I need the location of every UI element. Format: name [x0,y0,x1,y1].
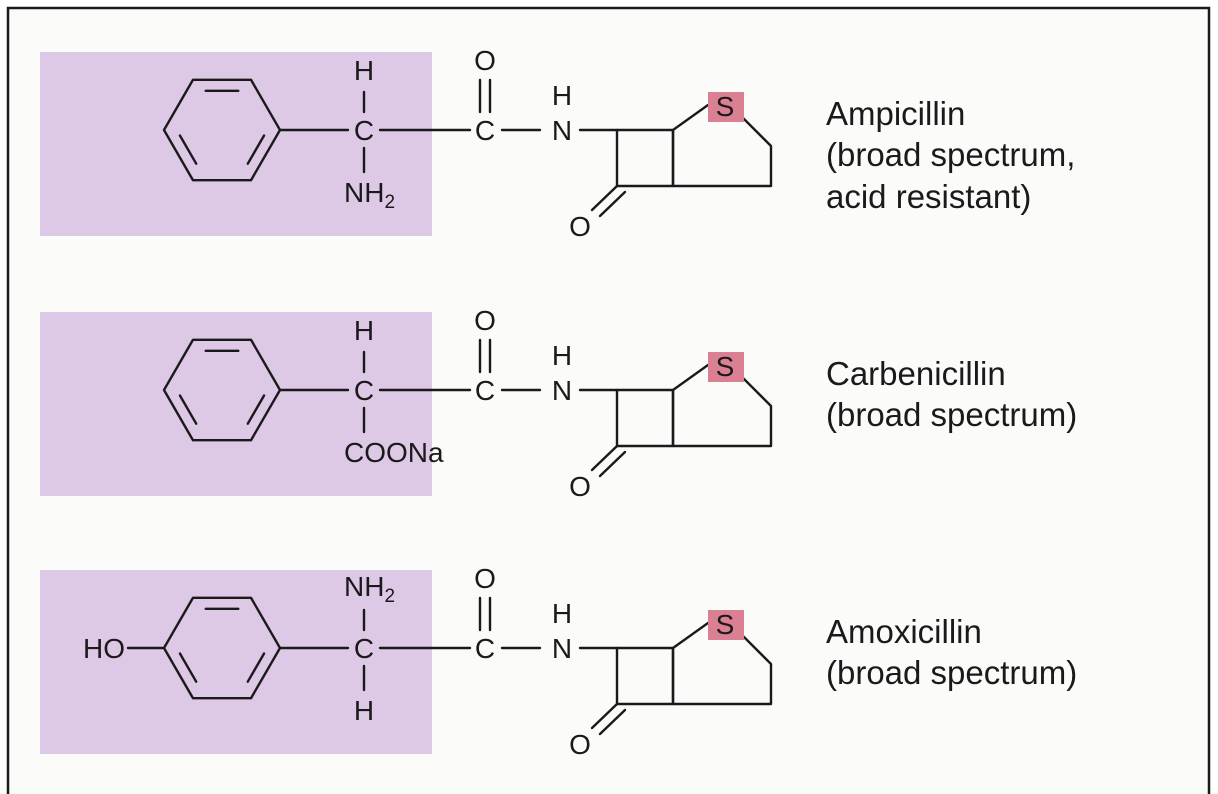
compound-name: Ampicillin [826,95,965,132]
lactam-oxygen-label: O [569,211,591,242]
benzene-ring [162,338,282,442]
alpha-top-label: H [354,55,374,86]
lactam-carbonyl-bond-a [590,184,619,212]
compound-name: Carbenicillin [826,355,1006,392]
amide-nitrogen-label: N [552,375,572,406]
lactam-oxygen-label: O [569,729,591,760]
sulfur-label-backdrop [708,352,744,382]
ring-sulfur-label: S [716,609,735,640]
carbonyl-carbon-label: C [475,375,495,406]
compound-property-line: (broad spectrum) [826,654,1077,691]
amide-hydrogen-label: H [552,80,572,111]
ring-substituent-label: HO [83,633,125,664]
alpha-carbon-label: C [354,115,374,146]
sulfur-label-backdrop [708,92,744,122]
compound-property-line: (broad spectrum, [826,136,1075,173]
lactam-carbonyl-bond-a [590,702,619,730]
carbonyl-carbon-label: C [475,633,495,664]
lactam-carbonyl-bond-a [590,444,619,472]
lactam-oxygen-label: O [569,471,591,502]
benzene-ring [162,78,282,182]
carbonyl-oxygen-label: O [474,45,496,76]
sulfur-label-backdrop [708,610,744,640]
alpha-top-label: H [354,315,374,346]
aromatic-double-bond [246,394,266,425]
lactam-carbonyl-bond-b [598,190,627,218]
alpha-bottom-label: H [354,695,374,726]
aromatic-double-bond [246,134,266,165]
ring-sulfur-label: S [716,91,735,122]
amide-nitrogen-label: N [552,115,572,146]
side-chain-highlight [40,570,432,754]
aromatic-double-bond [246,652,266,683]
side-chain-highlight [40,312,432,496]
amide-nitrogen-label: N [552,633,572,664]
side-chain-highlight [40,52,432,236]
alpha-carbon-label: C [354,375,374,406]
carbonyl-oxygen-label: O [474,305,496,336]
aromatic-double-bond [178,652,198,683]
ring-sulfur-label: S [716,351,735,382]
compound-property-line: acid resistant) [826,178,1031,215]
compound-name: Amoxicillin [826,613,982,650]
alpha-bottom-label: NH2 [344,177,395,213]
lactam-carbonyl-bond-b [598,450,627,478]
compound-property-line: (broad spectrum) [826,396,1077,433]
carbonyl-oxygen-label: O [474,563,496,594]
alpha-top-group-label: NH2 [344,571,395,607]
lactam-carbonyl-bond-b [598,708,627,736]
aromatic-double-bond [178,134,198,165]
alpha-bottom-label: COONa [344,437,444,468]
aromatic-double-bond [178,394,198,425]
amide-hydrogen-label: H [552,340,572,371]
carbonyl-carbon-label: C [475,115,495,146]
amide-hydrogen-label: H [552,598,572,629]
alpha-carbon-label: C [354,633,374,664]
